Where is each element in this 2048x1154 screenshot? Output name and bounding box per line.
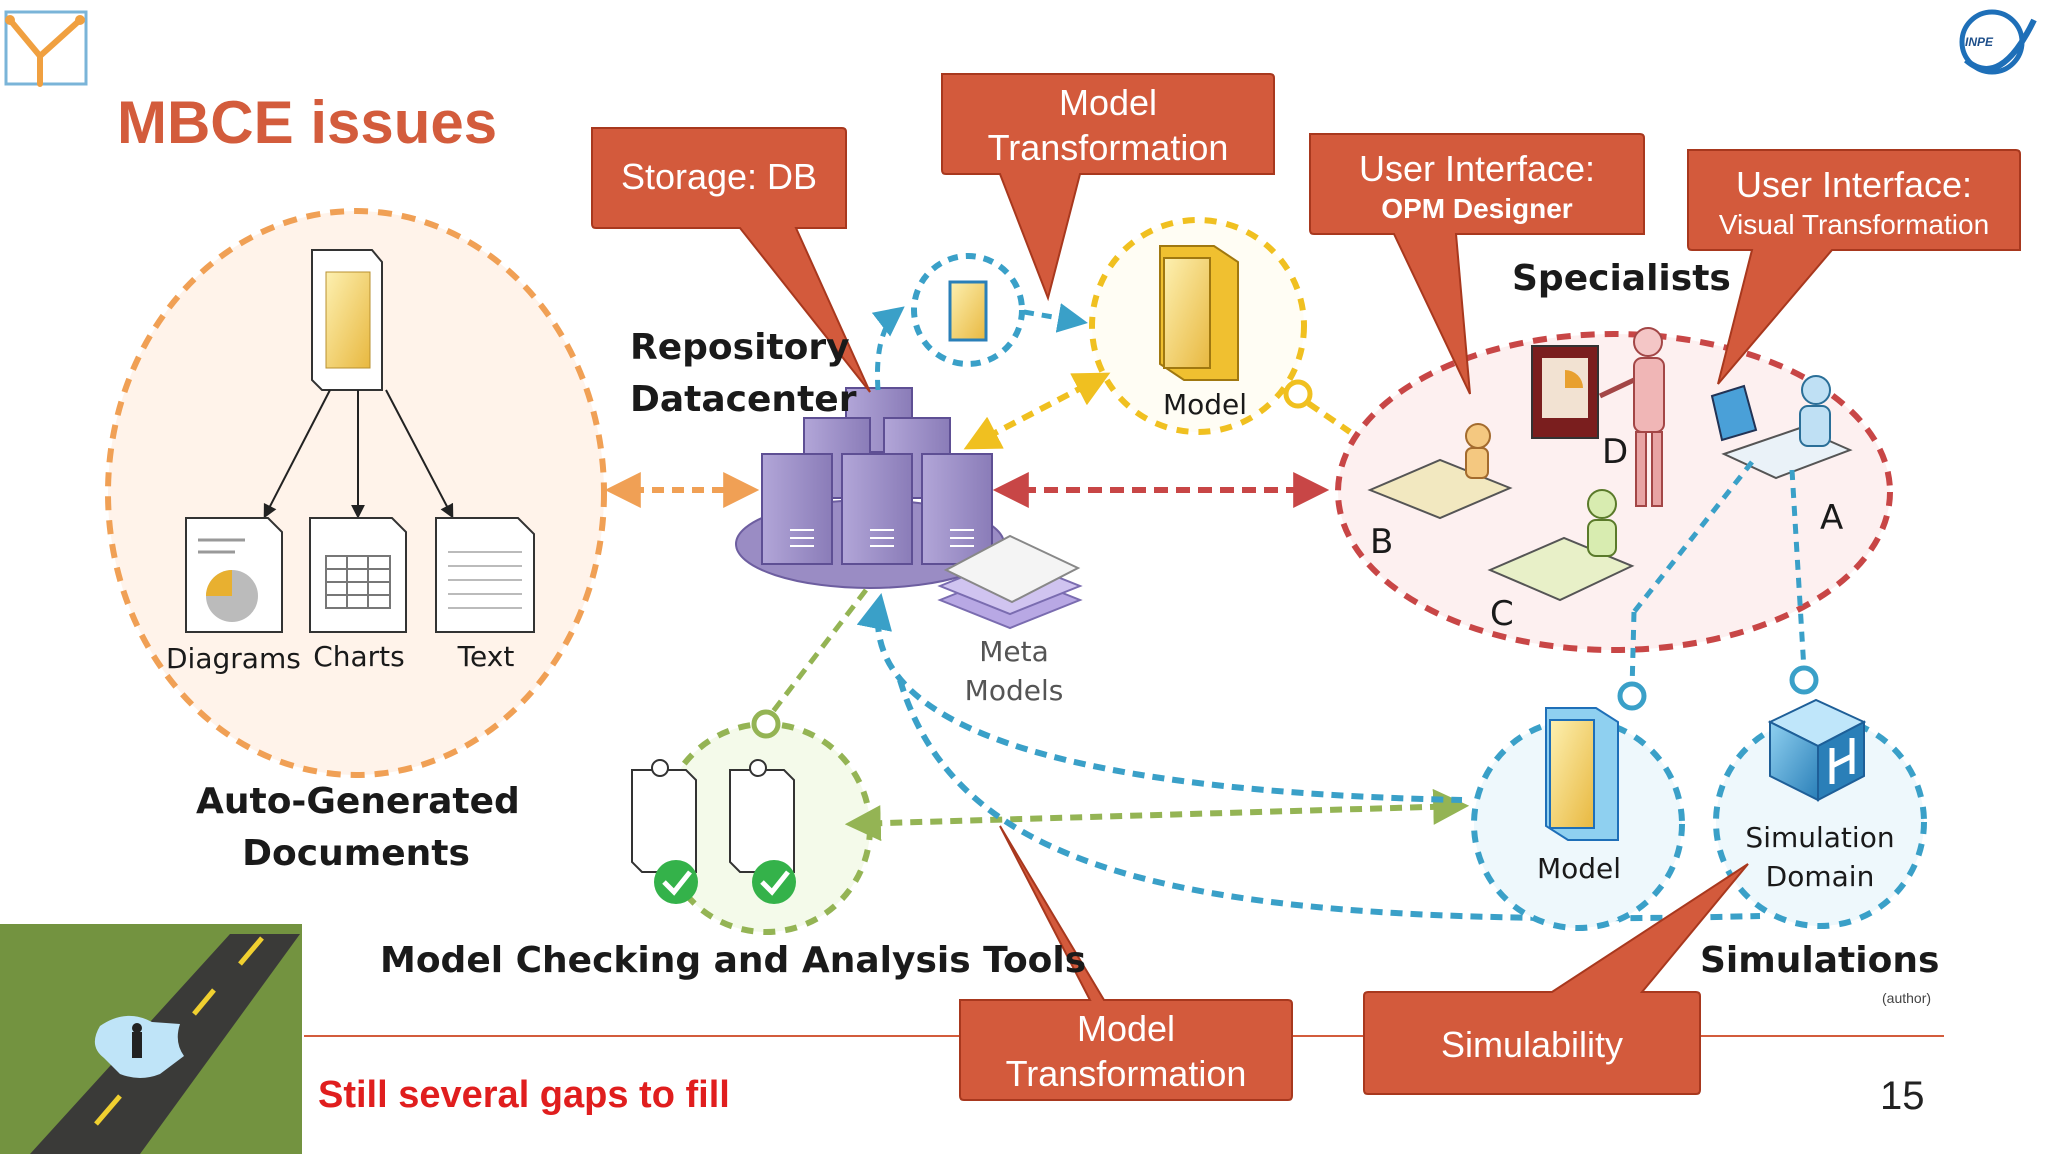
footer-note: Still several gaps to fill bbox=[318, 1074, 730, 1116]
puzzle-road-image bbox=[0, 924, 302, 1154]
cube-icon bbox=[1767, 698, 1867, 802]
people-icon bbox=[1367, 327, 1853, 602]
callout-storage-text: Storage: DB bbox=[620, 156, 818, 197]
model-top-label: Model bbox=[1162, 388, 1248, 421]
callout-line: User Interface: bbox=[1358, 148, 1596, 189]
model-bottom-label: Model bbox=[1536, 852, 1622, 885]
documents-group bbox=[105, 208, 607, 778]
callout-simulability-text: Simulability bbox=[1440, 1024, 1624, 1065]
specialist-a-label: A bbox=[1820, 498, 1844, 538]
check-icon bbox=[631, 759, 796, 904]
small-model-icon bbox=[948, 280, 988, 342]
label-line: Repository bbox=[630, 327, 850, 368]
callout-line: Model bbox=[1058, 82, 1158, 123]
caption-line: Documents bbox=[242, 833, 470, 875]
callout-model-transformation-top-text: Model Transformation bbox=[942, 80, 1274, 170]
callout-line: Visual Transformation bbox=[1718, 209, 1990, 240]
callout-model-transformation-top bbox=[941, 73, 1275, 302]
callout-simulability bbox=[1363, 863, 1749, 1095]
simulations-caption: Simulations bbox=[1700, 940, 1940, 981]
caption-line: Auto-Generated bbox=[196, 781, 520, 822]
specialist-c-label: C bbox=[1490, 594, 1514, 634]
label-line: Meta bbox=[979, 635, 1049, 668]
slide-title: MBCE issues bbox=[117, 89, 498, 156]
meta-models-icon bbox=[937, 534, 1083, 630]
callout-model-transformation-bottom bbox=[959, 825, 1293, 1101]
callout-ui-visual-text: User Interface: Visual Transformation bbox=[1688, 162, 2020, 242]
diagrams-label: Diagrams bbox=[166, 642, 301, 675]
label-line: Datacenter bbox=[630, 379, 857, 421]
simulation-domain-label: Simulation Domain bbox=[1736, 818, 1904, 896]
model-bottom-icon bbox=[1545, 707, 1619, 841]
callout-line: Transformation bbox=[987, 127, 1229, 168]
page-number: 15 bbox=[1880, 1074, 1925, 1118]
model-checking-caption: Model Checking and Analysis Tools bbox=[380, 940, 1087, 981]
callout-ui-opm bbox=[1309, 133, 1645, 395]
label-line: Domain bbox=[1765, 860, 1875, 894]
repository-datacenter-label: Repository Datacenter bbox=[630, 322, 857, 426]
specialist-d-label: D bbox=[1602, 432, 1629, 472]
label-line: Models bbox=[964, 674, 1064, 708]
table-icon bbox=[309, 517, 407, 633]
author-note: (author) bbox=[1882, 990, 1932, 1006]
text-label: Text bbox=[457, 640, 515, 673]
auto-generated-documents-caption: Auto-Generated Documents bbox=[196, 776, 520, 880]
callout-model-transformation-bottom-text: Model Transformation bbox=[960, 1006, 1292, 1096]
meta-models-label: Meta Models bbox=[950, 632, 1078, 710]
callout-line: User Interface: bbox=[1735, 164, 1973, 205]
callout-line: Transformation bbox=[1005, 1053, 1247, 1094]
document-icon bbox=[311, 249, 383, 391]
callout-ui-opm-text: User Interface: OPM Designer bbox=[1310, 146, 1644, 226]
model-top-icon bbox=[1159, 245, 1239, 381]
label-line: Simulation bbox=[1745, 821, 1895, 854]
callout-line: Model bbox=[1076, 1008, 1176, 1049]
specialists-title: Specialists bbox=[1512, 258, 1731, 299]
text-page-icon bbox=[435, 517, 535, 633]
callout-storage bbox=[591, 127, 871, 393]
inpe-logo-icon: INPE bbox=[1959, 9, 2037, 75]
charts-label: Charts bbox=[313, 640, 405, 673]
specialist-b-label: B bbox=[1370, 522, 1394, 562]
callout-line: OPM Designer bbox=[1381, 193, 1573, 224]
callout-ui-visual bbox=[1687, 149, 2021, 385]
logo-y-icon bbox=[4, 10, 88, 87]
pie-chart-icon bbox=[185, 517, 283, 633]
svg-text:INPE: INPE bbox=[1965, 35, 1994, 49]
